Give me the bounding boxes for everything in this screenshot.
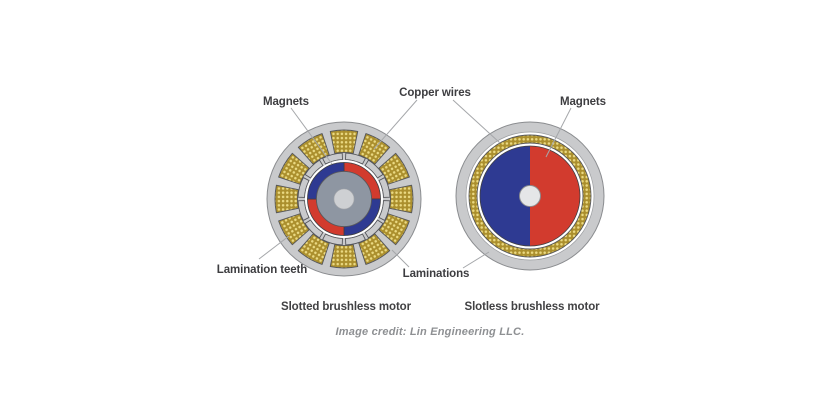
copper-winding-slot <box>389 184 414 214</box>
leader-lamination-teeth <box>258 235 290 260</box>
magnet-disc-outline <box>479 145 581 247</box>
image-credit: Image credit: Lin Engineering LLC. <box>336 326 525 338</box>
label-lamination-teeth: Lamination teeth <box>217 264 307 276</box>
leader-magnets-left <box>290 107 333 165</box>
copper-winding-slot <box>329 129 359 154</box>
motor-shaft <box>519 185 541 207</box>
leader-laminations-left <box>391 249 410 268</box>
slotless-magnet-disc <box>479 145 581 247</box>
label-laminations: Laminations <box>403 268 470 280</box>
caption-slotted-motor: Slotted brushless motor <box>281 301 412 313</box>
leader-copper-wires-left <box>373 99 418 150</box>
magnet-half-left <box>480 146 530 246</box>
copper-winding-slot <box>329 244 359 269</box>
slotted-motor <box>266 121 422 277</box>
leader-laminations-right <box>462 251 490 269</box>
leader-copper-wires-right <box>452 99 501 144</box>
label-magnets-right: Magnets <box>560 96 606 108</box>
motor-shaft <box>333 188 355 210</box>
label-copper-wires: Copper wires <box>399 87 471 99</box>
caption-slotless-motor: Slotless brushless motor <box>465 301 601 313</box>
slotless-motor <box>455 121 605 271</box>
copper-winding-slot <box>274 184 299 214</box>
leader-magnets-right <box>545 107 572 158</box>
label-magnets-left: Magnets <box>263 96 309 108</box>
magnet-half-right <box>530 146 580 246</box>
